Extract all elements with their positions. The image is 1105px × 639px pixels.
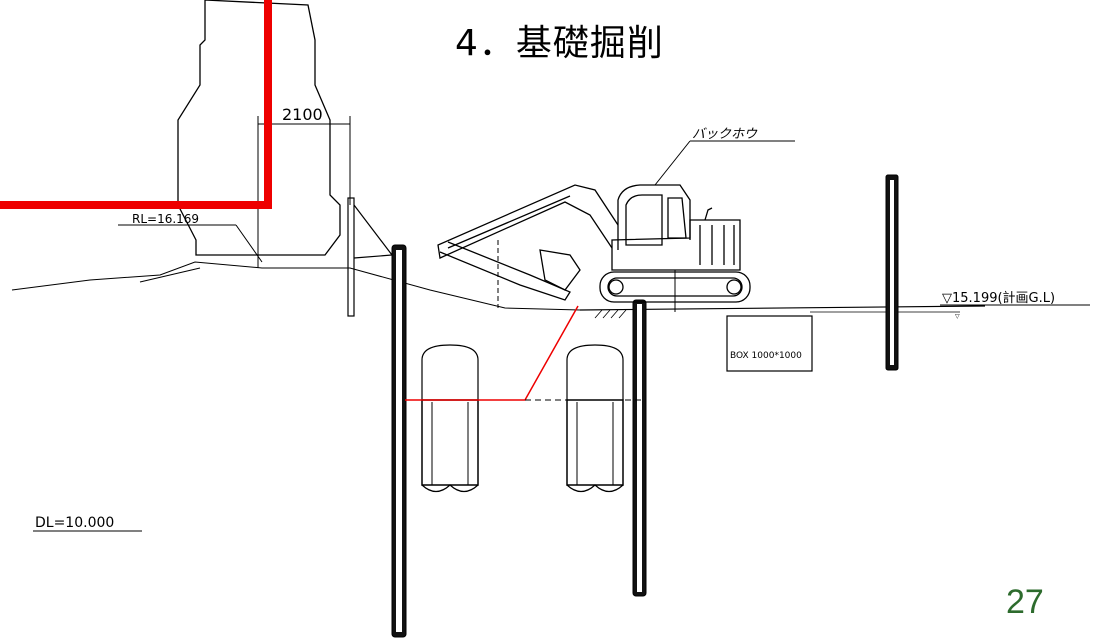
retaining-plate (347, 197, 355, 317)
backhoe-label: バックホウ (692, 127, 758, 142)
ground-level-small-note: ▽ (955, 313, 960, 320)
foundation-pile-left (421, 344, 479, 493)
backhoe-leader (654, 140, 691, 186)
ground-level-label: ▽15.199(計画G.L) (942, 290, 1055, 306)
planned-ground-line (579, 305, 986, 311)
dimension-2100-label: 2100 (282, 105, 323, 124)
foundation-pile-right (566, 344, 624, 493)
rail-level-label: RL=16.169 (132, 212, 199, 226)
ground-hatch (594, 309, 627, 319)
rail-level-leader (235, 224, 263, 263)
train-car-outline (177, 0, 341, 256)
datum-level-label: DL=10.000 (35, 515, 114, 531)
box-label: BOX 1000*1000 (730, 351, 802, 361)
retaining-brace (353, 204, 394, 259)
excavator (437, 184, 751, 312)
page-number: 27 (1006, 583, 1044, 621)
excavation-red-line (405, 305, 579, 401)
box-culvert (726, 315, 813, 372)
thick-red-line (0, 0, 272, 209)
ground-line-sub (139, 267, 201, 283)
slide-title: 4．基礎掘削 (455, 23, 664, 64)
existing-ground-line (11, 261, 581, 311)
